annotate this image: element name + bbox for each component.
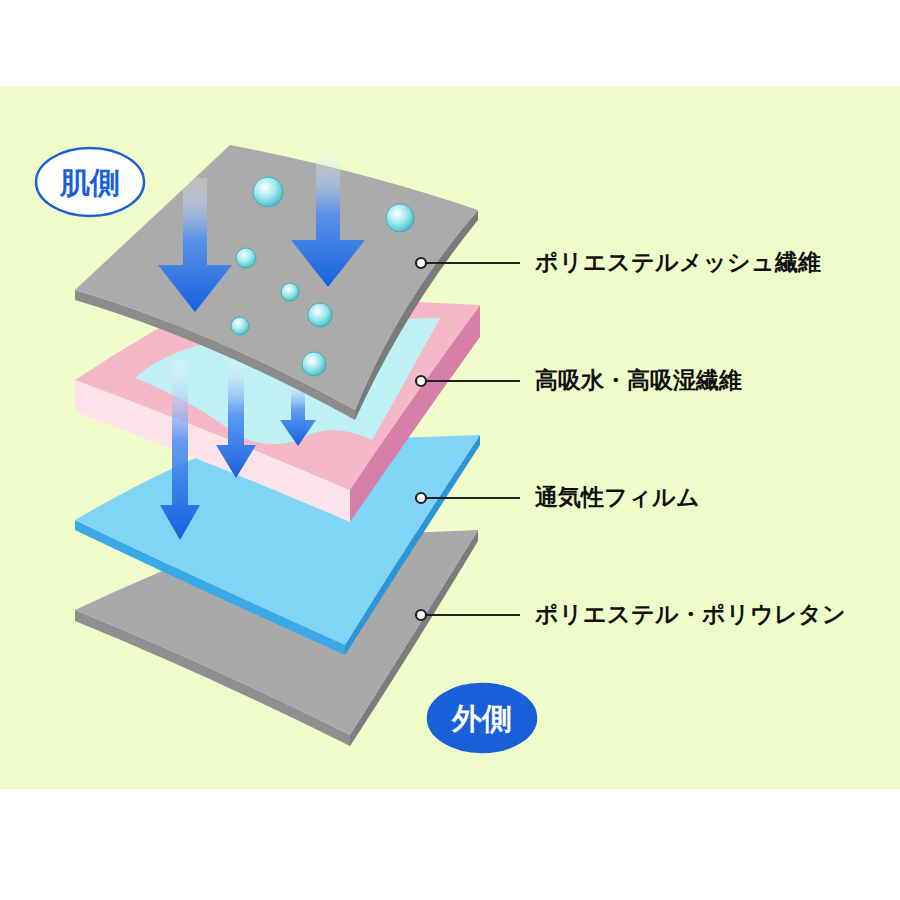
layer-label: 高吸水・高吸湿繊維	[535, 368, 742, 393]
layer-label: 通気性フィルム	[535, 485, 700, 510]
layer-label: ポリエステルメッシュ繊維	[535, 250, 821, 275]
badge-text: 外側	[452, 702, 512, 735]
leader-lines	[416, 258, 520, 620]
background-panel	[0, 86, 900, 789]
water-drops	[231, 177, 414, 376]
layer-label: ポリエステル・ポリウレタン	[535, 602, 846, 627]
outer-side-badge: 外側	[426, 682, 538, 754]
flow-arrows-large	[158, 152, 365, 312]
badge-text: 肌側	[60, 166, 120, 199]
skin-side-badge: 肌側	[34, 146, 146, 218]
